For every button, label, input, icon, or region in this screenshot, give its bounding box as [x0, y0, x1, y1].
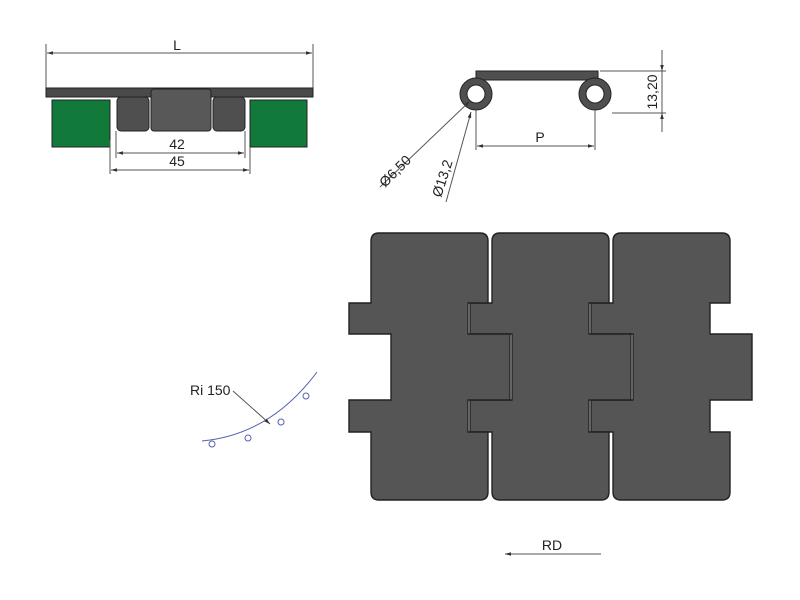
profile-view: 13,20 P Ø6,50 Ø13,2: [376, 50, 666, 203]
inner-width-label: 42: [169, 136, 185, 152]
wear-strip-right: [249, 99, 308, 148]
running-direction-label: RD: [542, 537, 562, 553]
outer-width-label: 45: [169, 153, 185, 169]
chain-plate-3: [590, 232, 753, 501]
top-view: RD: [348, 232, 753, 556]
hinge-knuckle-left: [116, 96, 150, 132]
profile-plate: [475, 70, 599, 81]
pin-diameter-label: Ø6,50: [376, 152, 414, 190]
curve-detail: Ri 150: [190, 371, 318, 448]
height-label: 13,20: [644, 74, 660, 109]
pitch-label: P: [535, 129, 544, 145]
side-view: L 42 45: [45, 37, 314, 174]
hinge-diameter-label: Ø13,2: [429, 158, 456, 199]
hinge-knuckle-center: [150, 88, 212, 132]
chain-plate-1: [348, 232, 511, 501]
length-label: L: [173, 37, 181, 53]
wear-strip-left: [51, 99, 111, 148]
hinge-knuckle-right: [212, 96, 246, 132]
chain-plate-2: [469, 232, 632, 501]
radius-label: Ri 150: [190, 382, 231, 398]
